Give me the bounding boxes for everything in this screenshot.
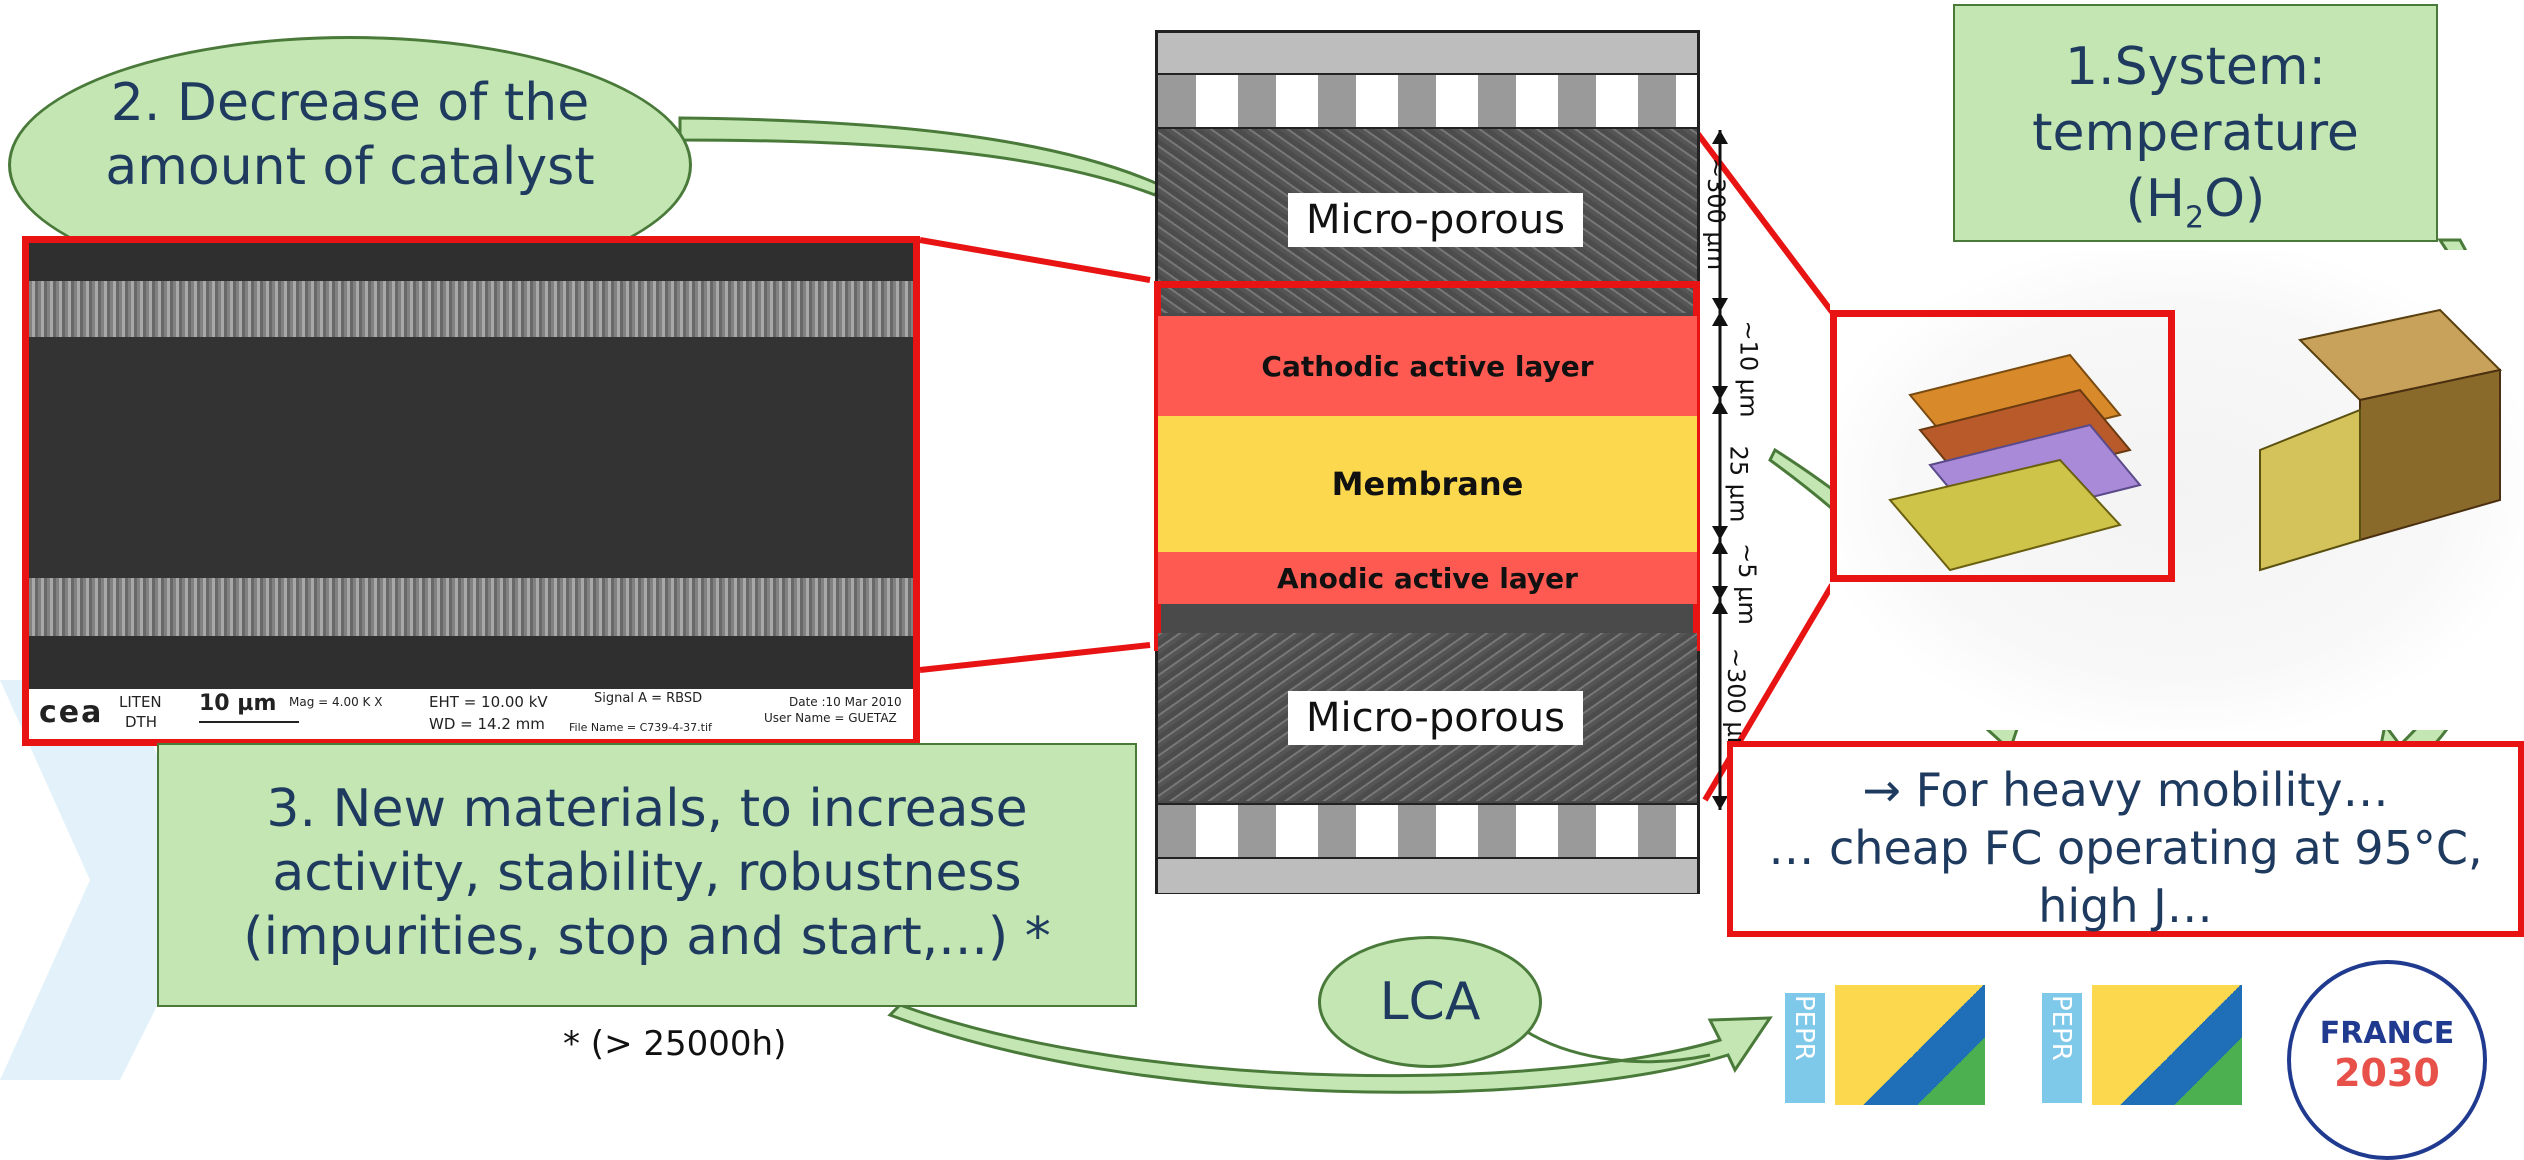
sem-wd: WD = 14.2 mm	[429, 715, 545, 733]
lca-callout-text: LCA	[1379, 972, 1481, 1032]
sem-mag: Mag = 4.00 K X	[289, 695, 383, 709]
pepr-logo-2-mark	[2092, 985, 2242, 1105]
membrane-layer-label: Membrane	[1331, 465, 1524, 503]
sem-signal: Signal A = RBSD	[594, 691, 703, 706]
arrow-catalyst-to-mea	[678, 116, 1163, 197]
sem-lab-1: LITEN	[119, 693, 162, 711]
system-callout-line1: 1.System:	[2064, 37, 2327, 97]
cea-logo: cea	[39, 695, 104, 730]
anodic-layer: Anodic active layer	[1158, 552, 1697, 604]
micro-porous-top-label: Micro-porous	[1288, 193, 1583, 247]
system-callout: 1.System: temperature (H2O) management	[1953, 4, 2438, 314]
system-callout-line2: temperature (H2O)	[1955, 100, 2436, 251]
catalyst-layer-bottom	[29, 578, 913, 636]
materials-callout-text: 3. New materials, to increase activity, …	[243, 779, 1051, 967]
catalyst-callout-text: 2. Decrease of the amount of catalyst	[105, 73, 595, 197]
sem-lab-2: DTH	[125, 713, 157, 731]
pepr-logo-2-bar	[2042, 993, 2082, 1103]
materials-callout: 3. New materials, to increase activity, …	[157, 743, 1137, 1007]
pepr-logo-1: PEPR	[1785, 985, 1995, 1105]
sem-file: File Name = C739-4-37.tif	[569, 721, 712, 734]
france-2030-text: FRANCE	[2319, 1016, 2455, 1051]
footnote: * (> 25000h)	[563, 1024, 787, 1064]
sem-scale-bar	[199, 721, 299, 723]
france-2030-logo: FRANCE 2030	[2287, 960, 2487, 1160]
pepr-logo-2: PEPR	[2042, 985, 2252, 1105]
system-line2-sub: 2	[2185, 200, 2205, 236]
sem-user: User Name = GUETAZ	[764, 711, 897, 725]
mobility-line2: … cheap FC operating at 95°C, high J…	[1768, 821, 2483, 933]
dim-label-2: ~10 µm	[1734, 320, 1763, 418]
system-line2-post: O)	[2204, 169, 2266, 229]
bipolar-plate-bottom	[1158, 857, 1697, 893]
sem-date: Date :10 Mar 2010	[789, 695, 902, 709]
mobility-callout: → For heavy mobility… … cheap FC operati…	[1727, 741, 2524, 937]
pepr-logo-1-text: PEPR	[1789, 995, 1819, 1061]
dim-label-4: ~5 µm	[1732, 543, 1761, 625]
arrow-materials-to-logos	[887, 1003, 1773, 1094]
micro-porous-bottom-label: Micro-porous	[1288, 691, 1583, 745]
stack-illustration	[1830, 250, 2524, 730]
lca-callout: LCA	[1318, 936, 1542, 1068]
catalyst-layer-top	[29, 281, 913, 337]
membrane-region	[29, 337, 913, 578]
cathodic-layer: Cathodic active layer	[1158, 316, 1697, 416]
mobility-line1: → For heavy mobility…	[1862, 763, 2389, 817]
cathodic-layer-label: Cathodic active layer	[1261, 349, 1594, 383]
exploded-cell-highlight	[1830, 310, 2175, 582]
system-line2-pre: temperature (H	[2032, 103, 2359, 229]
sem-info-bar: cea LITEN DTH 10 µm Mag = 4.00 K X EHT =…	[29, 689, 913, 739]
bipolar-plate-top	[1158, 33, 1697, 75]
mea-cross-section: Micro-porous Cathodic active layer Membr…	[1154, 30, 1700, 894]
flow-channels-top	[1158, 75, 1697, 129]
sem-eht: EHT = 10.00 kV	[429, 693, 548, 711]
thickness-dimensions	[1712, 130, 1728, 810]
sem-scale: 10 µm	[199, 691, 277, 716]
exploded-cell-icon	[1888, 353, 2142, 572]
pepr-logo-1-bar	[1785, 993, 1825, 1103]
sem-micrograph: cea LITEN DTH 10 µm Mag = 4.00 K X EHT =…	[22, 236, 920, 746]
assembled-stack-icon	[2259, 308, 2503, 572]
france-2030-year: 2030	[2334, 1051, 2440, 1095]
dim-label-1: ~300 µm	[1702, 157, 1731, 271]
anodic-layer-label: Anodic active layer	[1277, 561, 1578, 595]
arrow-lca-to-logos	[1509, 1018, 1711, 1064]
pepr-logo-2-text: PEPR	[2046, 995, 2076, 1061]
dim-label-3: 25 µm	[1724, 445, 1753, 523]
pepr-logo-1-mark	[1835, 985, 1985, 1105]
flow-channels-bottom	[1158, 803, 1697, 857]
membrane-layer: Membrane	[1158, 416, 1697, 552]
